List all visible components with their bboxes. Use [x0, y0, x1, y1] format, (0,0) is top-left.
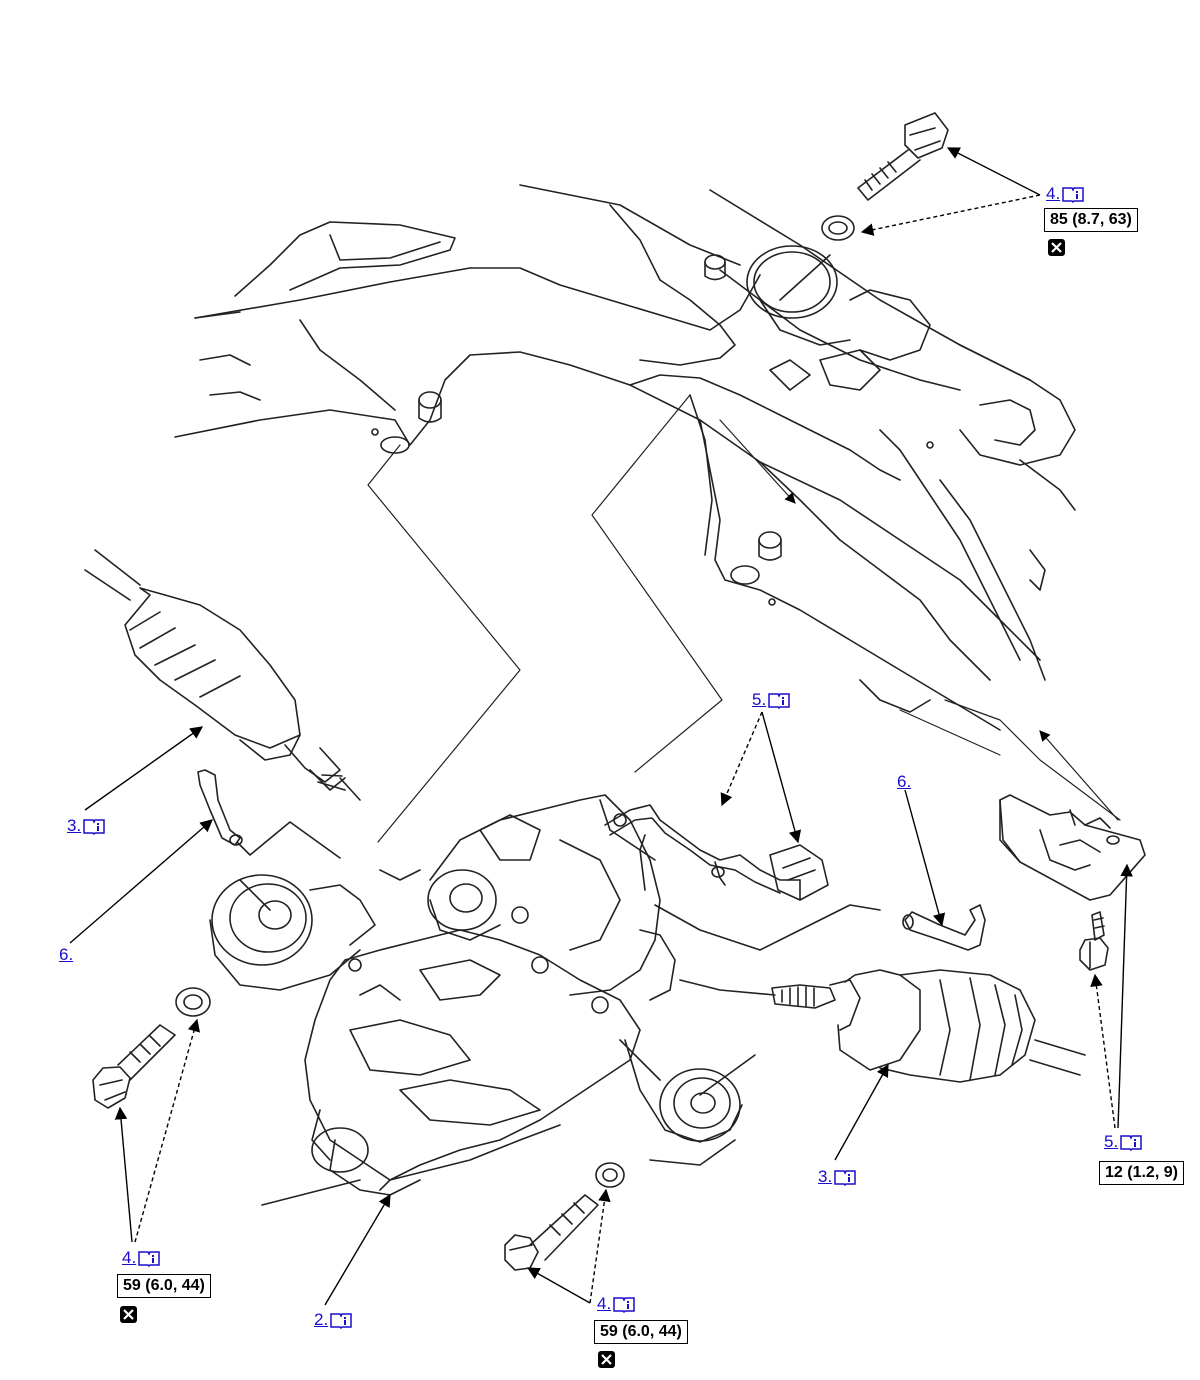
book-info-icon	[1062, 186, 1084, 203]
callout-number: 4.	[597, 1294, 612, 1313]
breather-tube-right	[902, 904, 986, 951]
subframe-bolt-top	[821, 112, 949, 241]
callout-number: 5.	[1104, 1132, 1119, 1151]
book-info-icon	[768, 692, 790, 709]
replace-part-icon	[1048, 239, 1065, 256]
book-info-icon	[613, 1296, 635, 1313]
book-info-icon	[834, 1169, 856, 1186]
driveshaft-left	[84, 549, 361, 801]
callout-2-differential[interactable]: 2.	[314, 1310, 352, 1330]
callout-4-left[interactable]: 4.	[122, 1248, 160, 1268]
replace-part-icon	[120, 1306, 137, 1323]
book-info-icon	[83, 818, 105, 835]
leader-lines	[69, 147, 1133, 1306]
mount-bolt-bottom	[504, 1162, 625, 1271]
torque-spec-top: 85 (8.7, 63)	[1044, 208, 1138, 232]
callout-4-top[interactable]: 4.	[1046, 184, 1084, 204]
breather-tube-left	[197, 769, 341, 859]
callout-5-harness[interactable]: 5.	[752, 690, 790, 710]
callout-4-bottom[interactable]: 4.	[597, 1294, 635, 1314]
callout-number: 6.	[59, 945, 74, 964]
book-info-icon	[138, 1250, 160, 1267]
torque-spec-left: 59 (6.0, 44)	[117, 1274, 211, 1298]
callout-number: 5.	[752, 690, 767, 709]
callout-number: 3.	[818, 1167, 833, 1186]
torque-spec-bracket-bolt: 12 (1.2, 9)	[1099, 1161, 1184, 1185]
book-info-icon	[1120, 1134, 1142, 1151]
callout-number: 4.	[1046, 184, 1061, 203]
callout-6-left[interactable]: 6.	[59, 945, 73, 965]
callout-number: 6.	[897, 772, 912, 791]
driveshaft-right	[679, 969, 1086, 1083]
callout-number: 4.	[122, 1248, 137, 1267]
callout-5-bracket[interactable]: 5.	[1104, 1132, 1142, 1152]
torque-spec-bottom: 59 (6.0, 44)	[594, 1320, 688, 1344]
book-info-icon	[330, 1312, 352, 1329]
rear-differential-housing	[209, 794, 881, 1206]
callout-3-left[interactable]: 3.	[67, 816, 105, 836]
harness-bracket	[999, 794, 1146, 901]
replace-part-icon	[598, 1351, 615, 1368]
rear-subframe	[174, 184, 1121, 843]
callout-number: 2.	[314, 1310, 329, 1329]
callout-3-right[interactable]: 3.	[818, 1167, 856, 1187]
callout-6-right[interactable]: 6.	[897, 772, 911, 792]
bracket-bolt	[1079, 911, 1109, 971]
callout-number: 3.	[67, 816, 82, 835]
mount-bolt-left	[92, 987, 211, 1109]
